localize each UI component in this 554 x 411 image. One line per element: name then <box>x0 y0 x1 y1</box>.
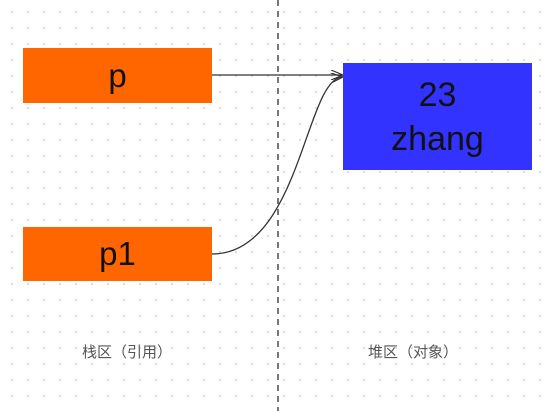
arrow-p1-to-object <box>211 77 342 255</box>
reference-p1-label: p1 <box>99 235 136 272</box>
object-age-value: 23 <box>418 75 457 114</box>
heap-caption: 堆区（对象） <box>368 343 459 361</box>
reference-p-label: p <box>108 56 127 94</box>
object-name-value: zhang <box>391 119 484 158</box>
reference-p1-box: p1 <box>23 227 212 281</box>
heap-object-box: 23 zhang <box>343 63 532 170</box>
reference-p-box: p <box>23 48 212 103</box>
stack-caption: 栈区（引用） <box>82 343 173 361</box>
